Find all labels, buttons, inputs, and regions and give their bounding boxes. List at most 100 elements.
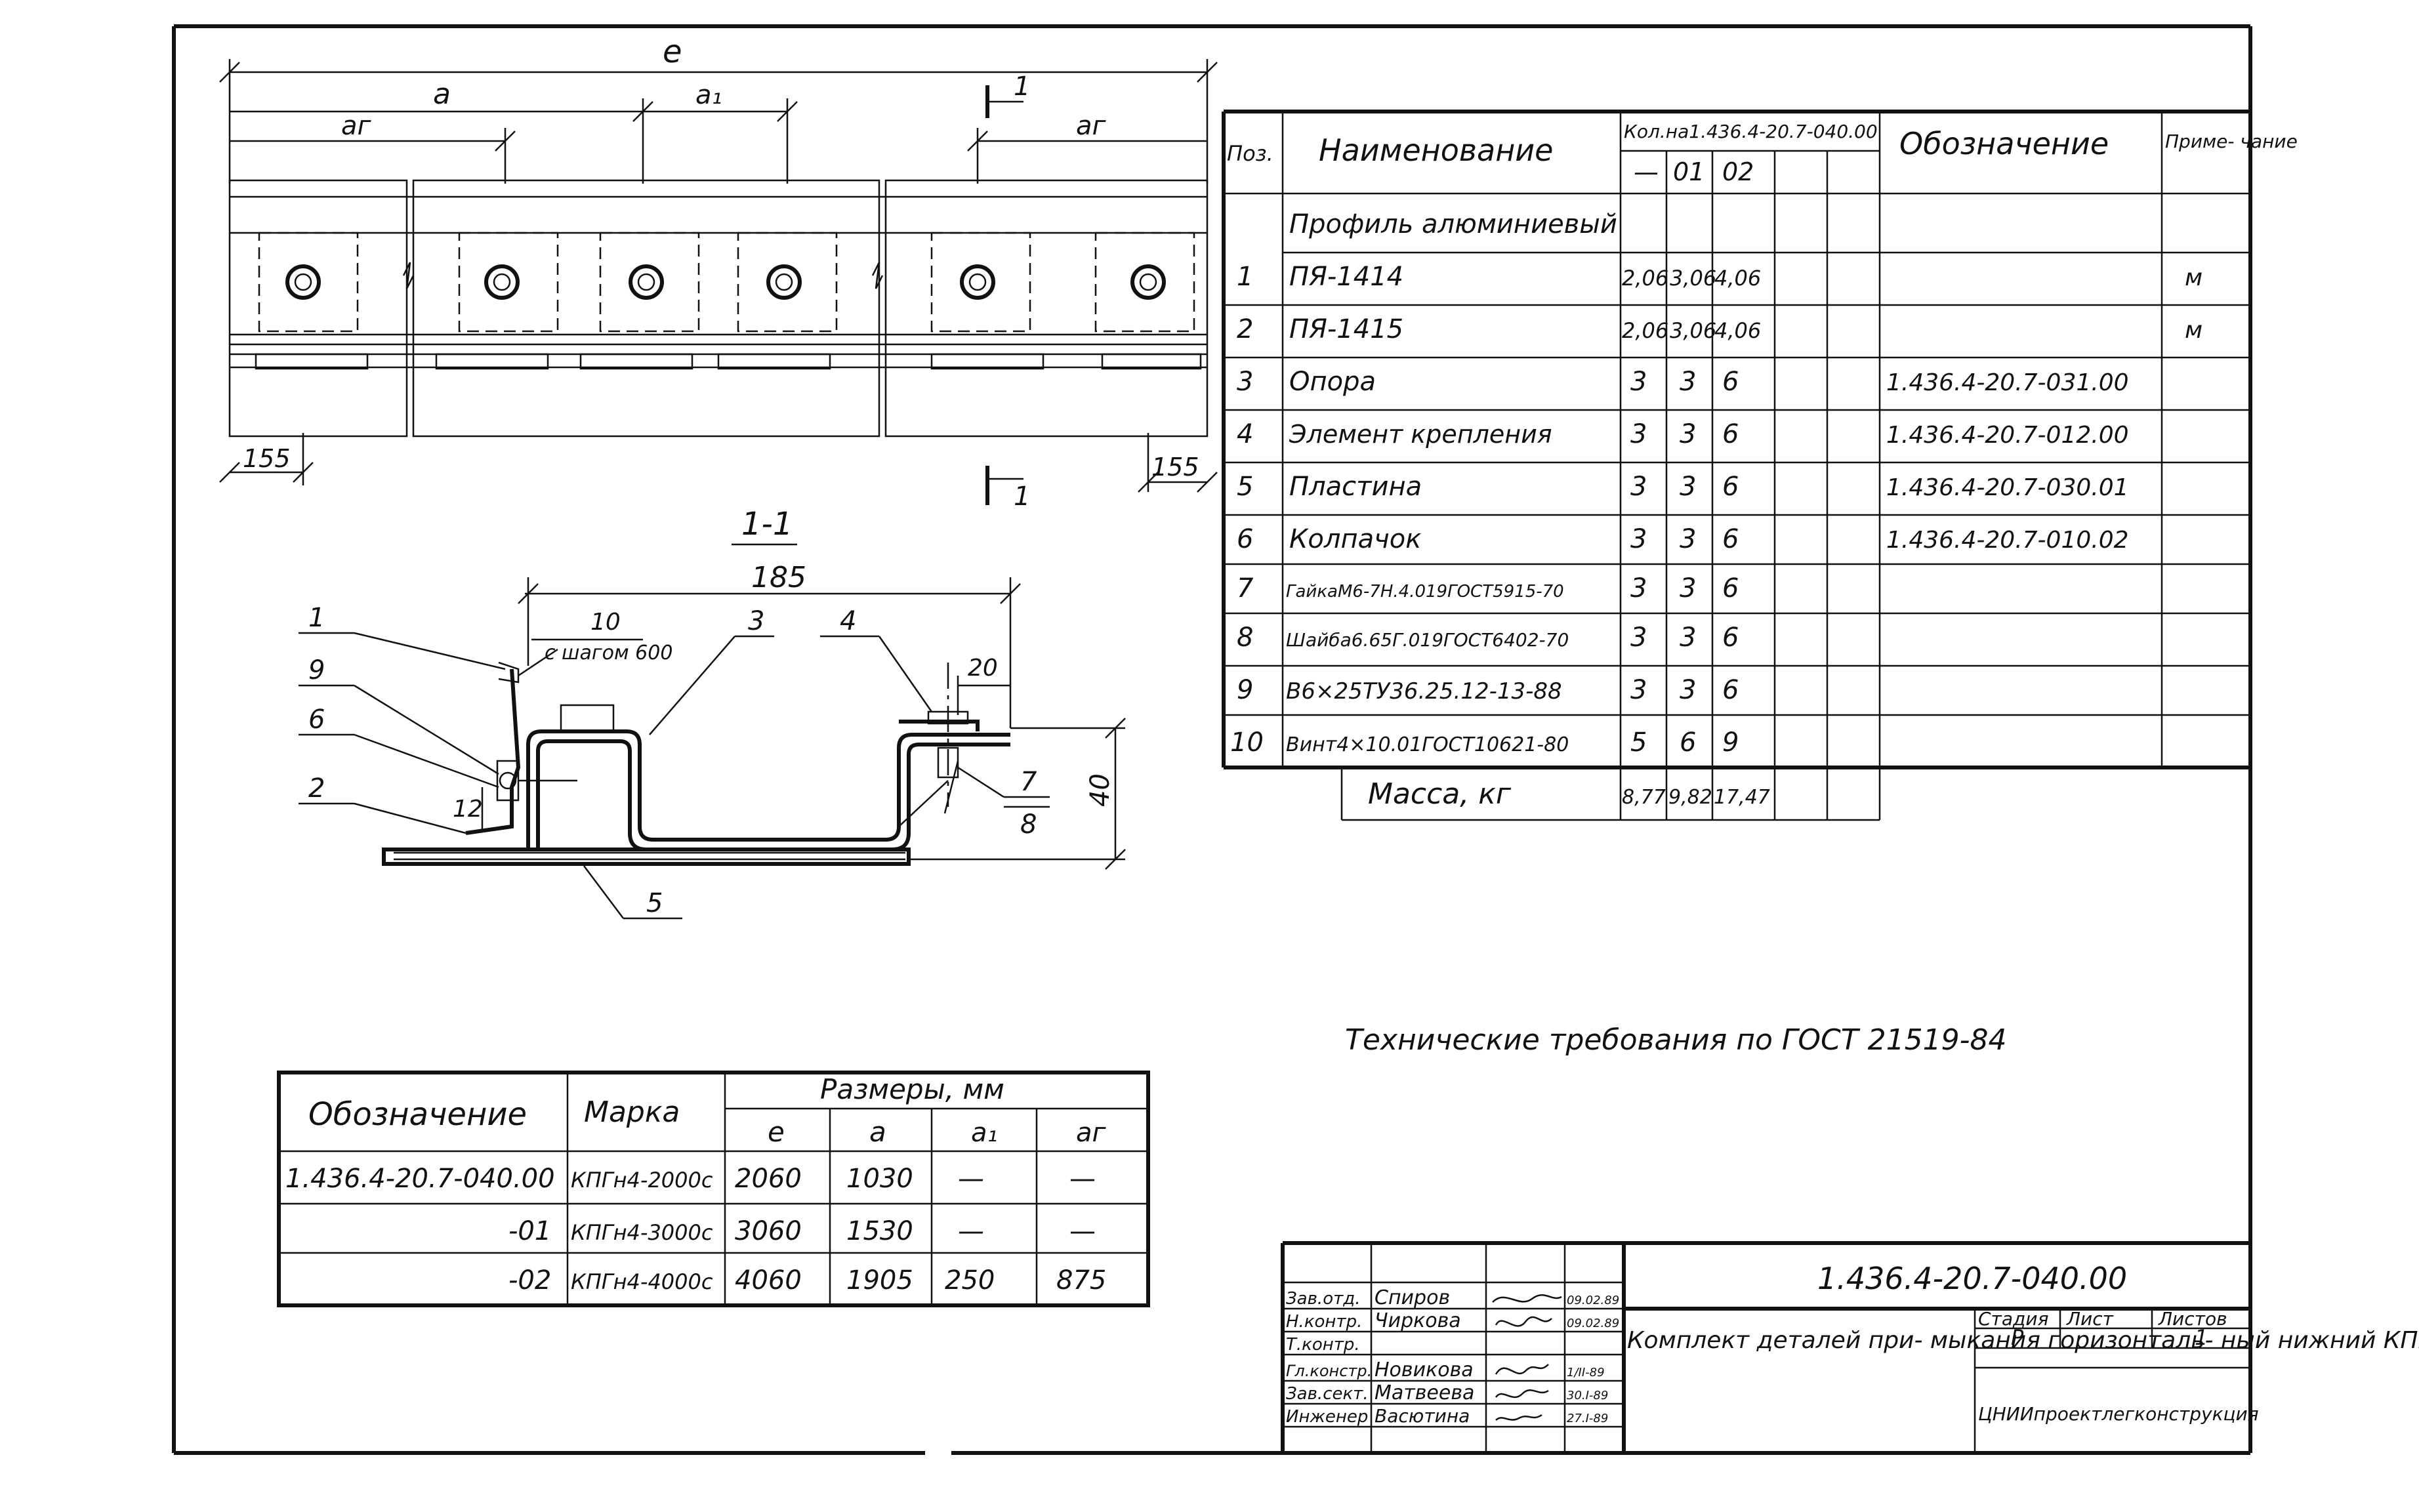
svg-text:3: 3 (1680, 472, 1696, 502)
plan-support-5 (930, 232, 1044, 370)
spec-row: 8 Шайба6.65Г.019ГОСТ6402-70 3 3 6 (1237, 623, 1739, 653)
svg-text:м: м (2185, 317, 2202, 344)
svg-text:2,06: 2,06 (1622, 318, 1668, 343)
cut-mark-bottom: 1 (985, 466, 1030, 512)
mass-0: 8,77 (1622, 786, 1666, 809)
callout-7: 7 (1020, 767, 1037, 797)
sizes-h-a: а (869, 1116, 886, 1148)
dim-40: 40 (1085, 773, 1115, 807)
plan-support-6 (1094, 232, 1202, 370)
doc-title-line: Комплект деталей при- мыкания горизонтал… (1627, 1327, 2419, 1354)
sizes-h-sizes: Размеры, мм (820, 1073, 1004, 1105)
svg-text:ПЯ-1414: ПЯ-1414 (1289, 262, 1403, 292)
svg-text:3: 3 (1630, 367, 1647, 397)
signature (1495, 1389, 1549, 1399)
svg-text:1: 1 (1014, 481, 1030, 512)
spec-row: 6 Колпачок 3 3 6 1.436.4-20.7-010.02 (1237, 524, 2129, 554)
callout-2: 2 (308, 773, 325, 804)
svg-text:1: 1 (1014, 72, 1030, 102)
dim-20: 20 (968, 655, 998, 682)
svg-text:875: 875 (1056, 1265, 1106, 1296)
tech-requirements: Технические требования по ГОСТ 21519-84 (1345, 1023, 2006, 1057)
stage-value: Р (2011, 1325, 2024, 1350)
svg-text:Винт4×10.01ГОСТ10621-80: Винт4×10.01ГОСТ10621-80 (1286, 733, 1569, 756)
svg-text:3: 3 (1630, 524, 1647, 554)
sheet-label: Лист (2066, 1308, 2114, 1330)
svg-text:1: 1 (1237, 262, 1253, 292)
svg-text:Элемент крепления: Элемент крепления (1289, 420, 1552, 449)
staff-role: Зав.сект. (1286, 1384, 1369, 1404)
svg-text:1.436.4-20.7-040.00: 1.436.4-20.7-040.00 (285, 1164, 555, 1194)
signature (1492, 1294, 1562, 1303)
svg-text:3: 3 (1680, 419, 1696, 449)
svg-text:6: 6 (1722, 524, 1739, 554)
spec-header-note: Приме- чание (2165, 131, 2298, 152)
svg-text:КПГн4-3000с: КПГн4-3000с (571, 1220, 713, 1245)
svg-text:Пластина: Пластина (1289, 472, 1422, 502)
callout-5: 5 (646, 888, 663, 918)
signature (1495, 1364, 1549, 1375)
spec-row: 7 ГайкаМ6-7Н.4.019ГОСТ5915-70 3 3 6 (1237, 573, 1739, 603)
staff-role: Т.контр. (1286, 1335, 1360, 1355)
sheets-label: Листов (2158, 1308, 2227, 1330)
spec-header-designation: Обозначение (1899, 126, 2109, 161)
svg-text:3,06: 3,06 (1670, 318, 1716, 343)
org-name: ЦНИИпроектлегконструкция (1978, 1403, 2259, 1425)
svg-text:2: 2 (1237, 314, 1253, 344)
svg-text:Шайба6.65Г.019ГОСТ6402-70: Шайба6.65Г.019ГОСТ6402-70 (1286, 629, 1569, 651)
sizes-row: 1.436.4-20.7-040.00 КПГн4-2000с 2060 103… (285, 1164, 1096, 1194)
staff-role: Гл.констр. (1286, 1362, 1372, 1380)
dim-ag-right-label: аг (1076, 111, 1107, 141)
plan-support-4 (717, 232, 838, 370)
plan-support-2 (435, 232, 559, 370)
svg-text:3: 3 (1630, 472, 1647, 502)
svg-text:Колпачок: Колпачок (1289, 524, 1421, 554)
svg-text:2,06: 2,06 (1622, 266, 1668, 291)
svg-text:6: 6 (1722, 367, 1739, 397)
svg-text:2060: 2060 (735, 1164, 802, 1194)
staff-role: Зав.отд. (1286, 1289, 1360, 1309)
mass-1: 9,82 (1668, 786, 1712, 809)
svg-text:-01: -01 (508, 1216, 551, 1246)
callout-9: 9 (308, 655, 325, 685)
sizes-h-mark: Марка (584, 1095, 680, 1129)
svg-text:м: м (2185, 264, 2202, 291)
svg-text:3060: 3060 (735, 1216, 802, 1246)
sizes-h-designation: Обозначение (308, 1096, 527, 1133)
staff-name: Матвеева (1375, 1381, 1474, 1404)
svg-text:—: — (958, 1164, 984, 1194)
svg-text:1.436.4-20.7-030.01: 1.436.4-20.7-030.01 (1886, 474, 2129, 501)
svg-text:6: 6 (1237, 524, 1253, 554)
dim-10: 10 (590, 609, 621, 636)
svg-text:5: 5 (1237, 472, 1253, 502)
spec-row: 10 Винт4×10.01ГОСТ10621-80 5 6 9 (1230, 727, 1739, 758)
spec-row: 2 ПЯ-1415 2,06 3,06 4,06 м (1237, 314, 2202, 344)
spec-row: 1 ПЯ-1414 2,06 3,06 4,06 м (1237, 262, 2202, 292)
svg-text:ГайкаМ6-7Н.4.019ГОСТ5915-70: ГайкаМ6-7Н.4.019ГОСТ5915-70 (1286, 582, 1564, 602)
sizes-h-e: е (768, 1116, 785, 1148)
section-title: 1-1 (741, 506, 793, 542)
staff-date: 1/II-89 (1567, 1366, 1605, 1379)
svg-text:3: 3 (1680, 623, 1696, 653)
dim-155-left: 155 (243, 444, 291, 473)
plan-support-3 (579, 232, 700, 370)
dim-12: 12 (453, 796, 483, 823)
svg-text:250: 250 (945, 1265, 995, 1296)
spec-qty-col-1: 01 (1673, 157, 1705, 186)
svg-text:3: 3 (1680, 675, 1696, 705)
signature (1495, 1316, 1552, 1327)
dim-185: 185 (751, 561, 806, 594)
spec-row: 9 В6×25ТУ36.25.12-13-88 3 3 6 (1237, 675, 1739, 705)
svg-text:3: 3 (1680, 367, 1696, 397)
svg-text:1905: 1905 (846, 1265, 913, 1296)
svg-text:КПГн4-4000с: КПГн4-4000с (571, 1269, 713, 1294)
mass-2: 17,47 (1714, 786, 1770, 809)
svg-text:10: 10 (1230, 727, 1264, 758)
svg-text:6: 6 (1722, 573, 1739, 603)
staff-date: 30.I-89 (1567, 1389, 1608, 1402)
spec-qty-col-2: 02 (1722, 157, 1754, 186)
svg-text:ПЯ-1415: ПЯ-1415 (1289, 314, 1403, 344)
svg-text:6: 6 (1680, 727, 1696, 758)
svg-text:1.436.4-20.7-012.00: 1.436.4-20.7-012.00 (1886, 422, 2129, 449)
